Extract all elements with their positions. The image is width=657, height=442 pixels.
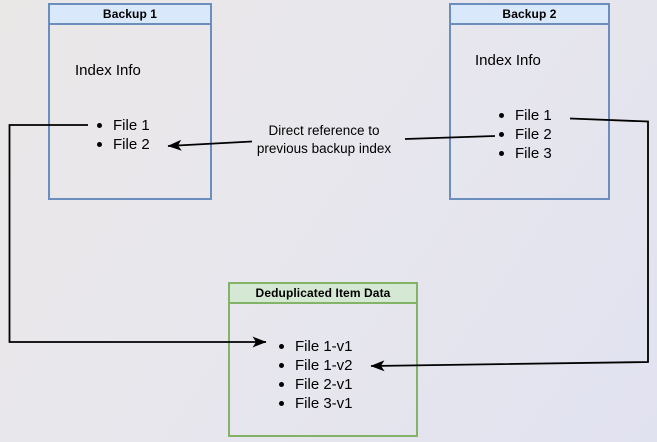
file-label: File 1-v2: [295, 357, 353, 374]
file-label: File 1-v1: [295, 338, 353, 355]
bullet-icon: [97, 123, 102, 128]
list-item: File 1-v2: [279, 356, 353, 375]
list-item: File 2: [97, 135, 150, 154]
bullet-icon: [279, 363, 284, 368]
file-label: File 2: [515, 126, 552, 143]
bullet-icon: [279, 401, 284, 406]
edge-label-line-1: Direct reference to: [268, 123, 380, 138]
bullet-icon: [279, 382, 284, 387]
bullet-icon: [97, 142, 102, 147]
list-item: File 3-v1: [279, 394, 353, 413]
file-label: File 3: [515, 145, 552, 162]
backup-1-index-info-label: Index Info: [75, 62, 141, 79]
node-backup-2: Backup 2: [449, 3, 610, 200]
list-item: File 3: [499, 144, 552, 163]
edge-label-line-2: previous backup index: [256, 140, 392, 156]
file-label: File 1: [113, 117, 150, 134]
node-backup-2-title: Backup 2: [451, 5, 608, 25]
file-label: File 2-v1: [295, 376, 353, 393]
file-label: File 3-v1: [295, 395, 353, 412]
bullet-icon: [499, 113, 504, 118]
node-backup-1: Backup 1: [48, 3, 212, 200]
list-item: File 1: [97, 116, 150, 135]
file-label: File 1: [515, 107, 552, 124]
edge-label-direct-reference: Direct reference to previous backup inde…: [257, 122, 391, 157]
file-label: File 2: [113, 136, 150, 153]
dedup-file-list: File 1-v1 File 1-v2 File 2-v1 File 3-v1: [279, 337, 353, 413]
list-item: File 2: [499, 125, 552, 144]
list-item: File 2-v1: [279, 375, 353, 394]
backup-2-index-info-label: Index Info: [475, 52, 541, 69]
bullet-icon: [279, 344, 284, 349]
list-item: File 1: [499, 106, 552, 125]
node-backup-1-title: Backup 1: [50, 5, 210, 25]
list-item: File 1-v1: [279, 337, 353, 356]
bullet-icon: [499, 132, 504, 137]
bullet-icon: [499, 151, 504, 156]
backup-2-file-list: File 1 File 2 File 3: [499, 106, 552, 163]
node-deduplicated-item-data: Deduplicated Item Data: [228, 282, 418, 437]
backup-1-file-list: File 1 File 2: [97, 116, 150, 154]
node-dedup-title: Deduplicated Item Data: [230, 284, 416, 304]
